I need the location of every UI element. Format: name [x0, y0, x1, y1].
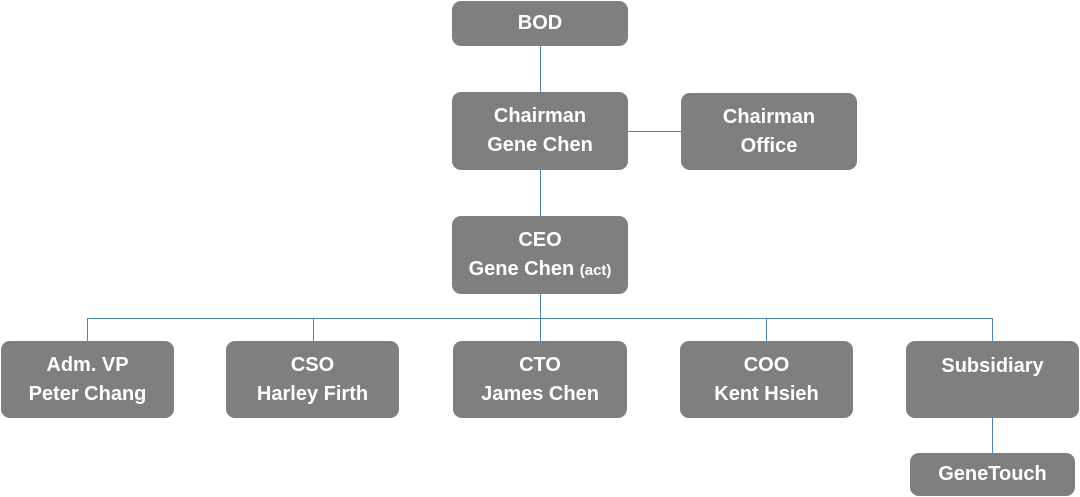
node-ceo: CEO Gene Chen (act): [452, 216, 628, 294]
node-chairman-name: Gene Chen: [487, 134, 593, 156]
node-cso: CSO Harley Firth: [226, 341, 399, 418]
node-chairman-title: Chairman: [493, 105, 587, 127]
node-cto-name: James Chen: [481, 382, 599, 405]
node-cto-title: CTO: [519, 353, 561, 376]
node-adm-vp-title: Adm. VP: [46, 353, 129, 376]
node-genetouch-label: GeneTouch: [938, 463, 1047, 485]
node-chairman-office-line2: Office: [740, 134, 798, 157]
node-chairman-office-line1: Chairman: [722, 105, 816, 128]
node-coo: COO Kent Hsieh: [680, 341, 853, 418]
node-ceo-name: Gene Chen: [468, 257, 575, 280]
node-subsidiary-label: Subsidiary: [941, 355, 1044, 377]
node-cso-name: Harley Firth: [256, 382, 369, 405]
node-genetouch: GeneTouch: [910, 453, 1075, 496]
node-coo-name: Kent Hsieh: [714, 382, 819, 405]
node-bod-label: BOD: [517, 12, 563, 34]
node-bod: BOD: [452, 1, 628, 46]
node-cso-title: CSO: [290, 353, 335, 376]
node-ceo-name-line: Gene Chen (act): [469, 255, 612, 285]
node-adm-vp: Adm. VP Peter Chang: [1, 341, 174, 418]
node-ceo-acting-note: (act): [579, 261, 612, 279]
node-chairman-office: Chairman Office: [681, 93, 857, 170]
node-cto: CTO James Chen: [453, 341, 627, 418]
node-coo-title: COO: [743, 353, 790, 376]
node-adm-vp-name: Peter Chang: [28, 382, 147, 405]
node-chairman: Chairman Gene Chen: [452, 92, 628, 170]
node-ceo-title: CEO: [518, 228, 562, 251]
node-subsidiary: Subsidiary: [906, 341, 1079, 418]
